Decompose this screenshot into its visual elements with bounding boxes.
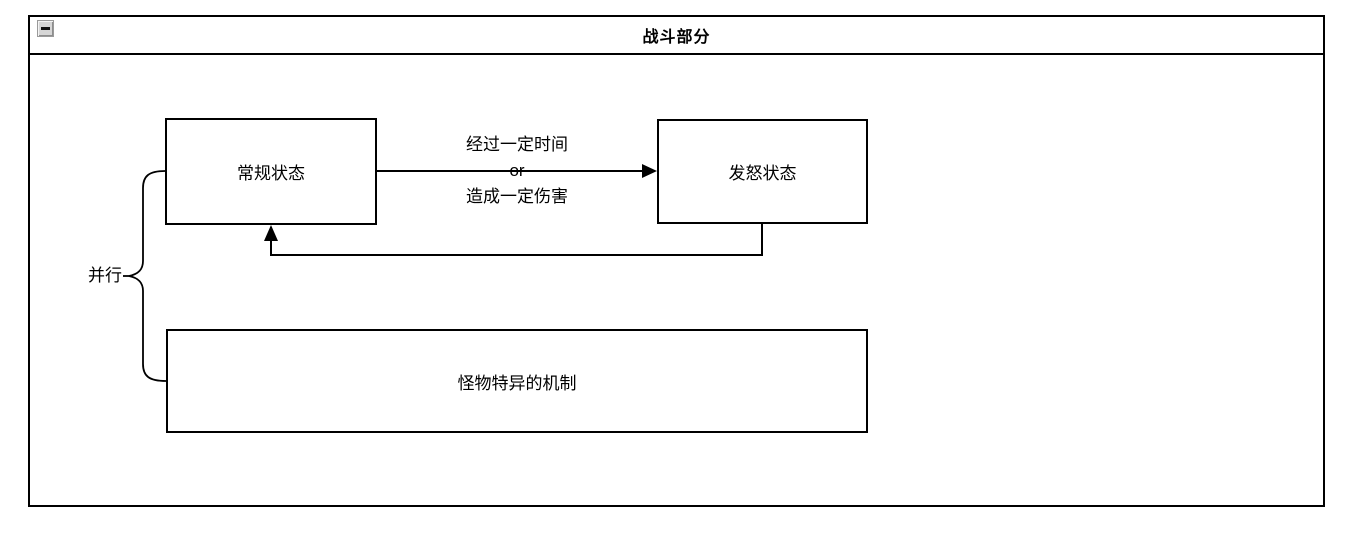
transition-label-line2: or [509, 161, 525, 180]
node-normal-state[interactable]: 常规状态 [165, 118, 377, 225]
node-label: 常规状态 [237, 164, 305, 183]
node-label: 怪物特异的机制 [457, 373, 577, 393]
node-label: 发怒状态 [728, 164, 797, 183]
minus-icon [41, 27, 50, 30]
arrowhead-up-icon [264, 225, 278, 241]
parallel-brace[interactable] [123, 170, 167, 382]
transition-label-line1: 经过一定时间 [466, 135, 568, 154]
transition-label: 经过一定时间 or 造成一定伤害 [407, 132, 627, 210]
node-enraged-state[interactable]: 发怒状态 [657, 119, 868, 224]
titlebar: 战斗部分 [30, 17, 1323, 55]
combat-section-window: 战斗部分 常规状态 发怒状态 怪物特异 [28, 15, 1325, 507]
connector-layer [123, 164, 763, 382]
transition-label-line3: 造成一定伤害 [466, 187, 568, 206]
collapse-button[interactable] [37, 20, 54, 37]
brace-icon [128, 170, 167, 382]
transition-arrow[interactable] [377, 164, 657, 178]
arrowhead-right-icon [642, 164, 657, 178]
parallel-label: 并行 [88, 266, 122, 285]
node-monster-mechanic[interactable]: 怪物特异的机制 [166, 329, 868, 433]
diagram-canvas: 常规状态 发怒状态 怪物特异的机制 经过一定时间 or 造成一定伤害 并行 [30, 55, 1323, 503]
return-arrow[interactable] [264, 224, 763, 256]
window-title: 战斗部分 [642, 29, 711, 46]
